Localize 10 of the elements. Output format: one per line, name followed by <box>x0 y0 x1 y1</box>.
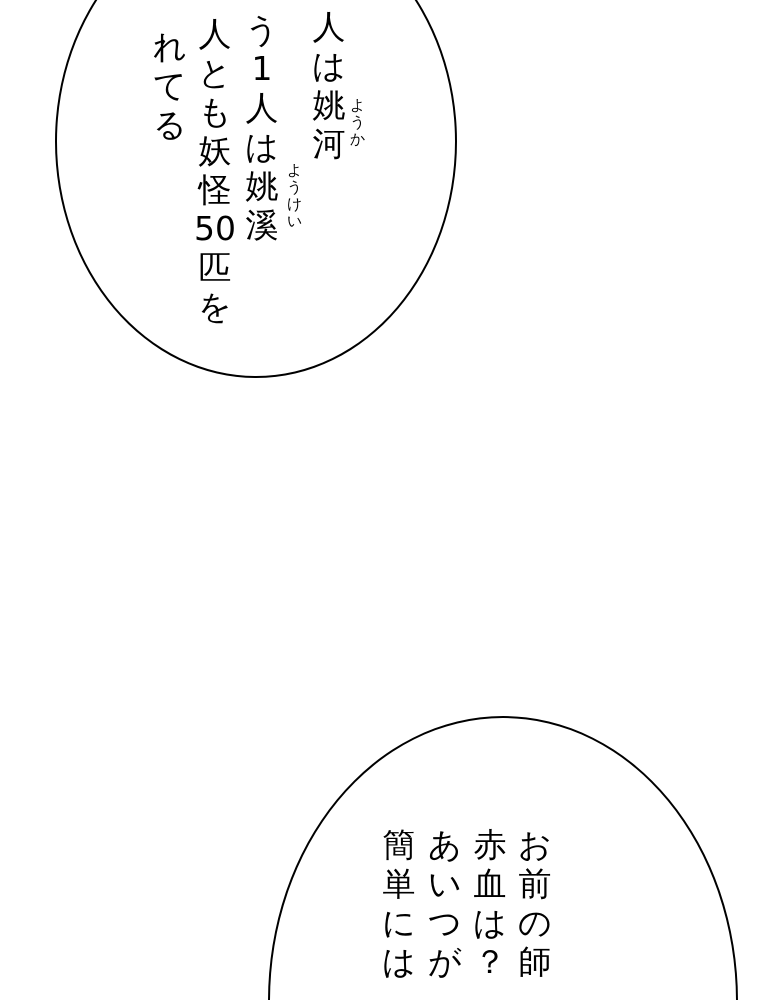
speech-text: お前の師 <box>517 825 553 981</box>
speech-text: 人とも妖怪50匹を <box>194 14 236 326</box>
furigana: ようか <box>349 97 366 148</box>
speech-text: 赤血は？ <box>472 825 508 981</box>
furigana: ようけい <box>286 162 303 230</box>
speech-text: 簡単には <box>381 825 417 981</box>
speech-text: う1人は姚溪 <box>244 10 280 244</box>
speech-text: れてる <box>152 27 188 144</box>
speech-text: あいつが <box>427 825 463 981</box>
speech-text: 人は姚河 <box>311 7 347 163</box>
